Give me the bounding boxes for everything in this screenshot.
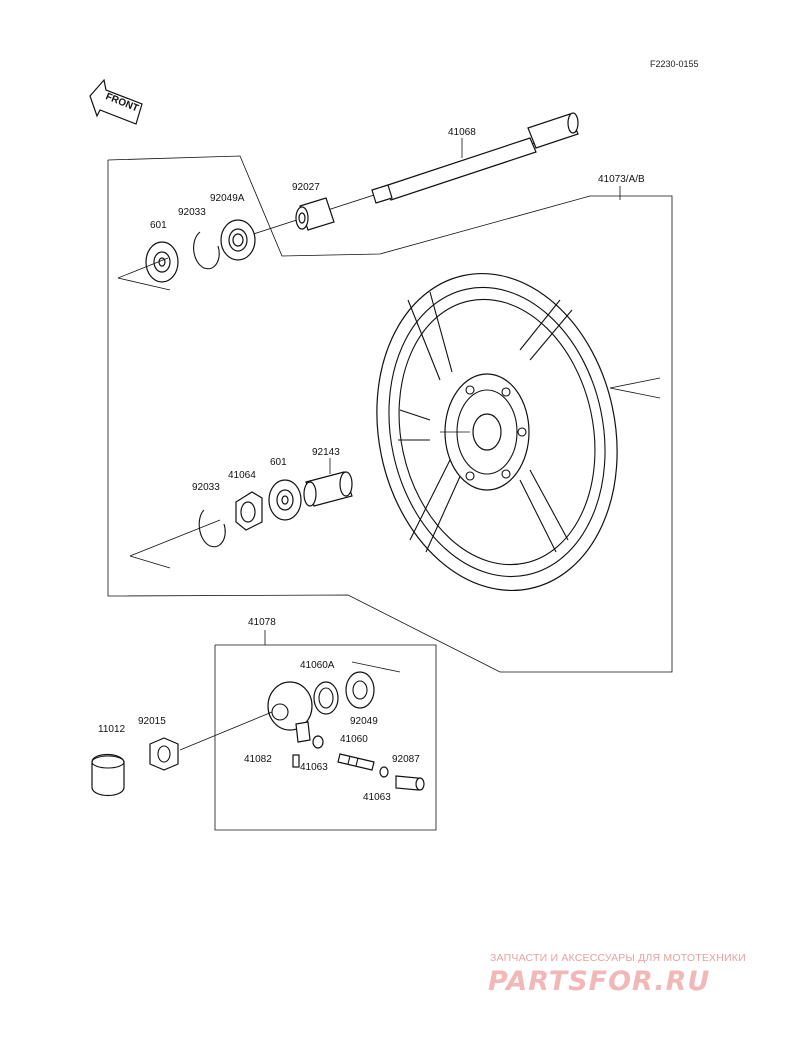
label-41063-a: 41063 bbox=[300, 762, 328, 773]
collar-left-part bbox=[295, 197, 335, 231]
bushing-part bbox=[395, 775, 425, 791]
gear-60a-part bbox=[313, 681, 339, 715]
label-92143: 92143 bbox=[312, 447, 340, 458]
retainer-part bbox=[235, 491, 263, 531]
diagram-code: F2230-0155 bbox=[650, 59, 699, 69]
pin-part bbox=[292, 754, 300, 768]
label-41064: 41064 bbox=[228, 470, 256, 481]
watermark-tagline: ЗАПЧАСТИ И АКСЕССУАРЫ ДЛЯ МОТОТЕХНИКИ bbox=[490, 952, 746, 964]
label-41060: 41060 bbox=[340, 734, 368, 745]
front-arrow-icon: FRONT bbox=[89, 78, 143, 125]
bearing-right-part bbox=[268, 479, 302, 521]
label-92087: 92087 bbox=[392, 754, 420, 765]
seal-part bbox=[345, 671, 375, 709]
label-41063-b: 41063 bbox=[363, 792, 391, 803]
gear-housing-part bbox=[267, 681, 313, 743]
label-601-right: 601 bbox=[270, 457, 287, 468]
cap-part bbox=[91, 753, 125, 797]
watermark-brand-logo: PARTSFOR.RU bbox=[488, 966, 711, 997]
label-601-left: 601 bbox=[150, 220, 167, 231]
label-92015: 92015 bbox=[138, 716, 166, 727]
wheel-part bbox=[376, 272, 618, 592]
collar-mid-part bbox=[303, 471, 353, 507]
label-41082: 41082 bbox=[244, 754, 272, 765]
label-92049A: 92049A bbox=[210, 193, 245, 204]
circlip-right-part bbox=[198, 509, 226, 548]
meter-gear-outline bbox=[214, 644, 437, 831]
pinion-part bbox=[337, 753, 375, 771]
label-41060A: 41060A bbox=[300, 660, 335, 671]
wheel-group-outline bbox=[107, 155, 673, 673]
bearing-left-a-part bbox=[220, 219, 256, 261]
bearing-left-part bbox=[145, 241, 179, 283]
circlip-left-part bbox=[193, 231, 220, 270]
label-92033-right: 92033 bbox=[192, 482, 220, 493]
washer-b-part bbox=[379, 766, 389, 778]
label-41078: 41078 bbox=[248, 617, 276, 628]
label-92027: 92027 bbox=[292, 182, 320, 193]
washer-a-part bbox=[312, 735, 324, 749]
label-41073: 41073/A/B bbox=[598, 174, 645, 185]
label-41068: 41068 bbox=[448, 127, 476, 138]
label-92049: 92049 bbox=[350, 716, 378, 727]
label-11012: 11012 bbox=[98, 724, 126, 735]
nut-part bbox=[149, 737, 179, 771]
axle-part bbox=[234, 112, 579, 241]
label-92033-left: 92033 bbox=[178, 207, 206, 218]
